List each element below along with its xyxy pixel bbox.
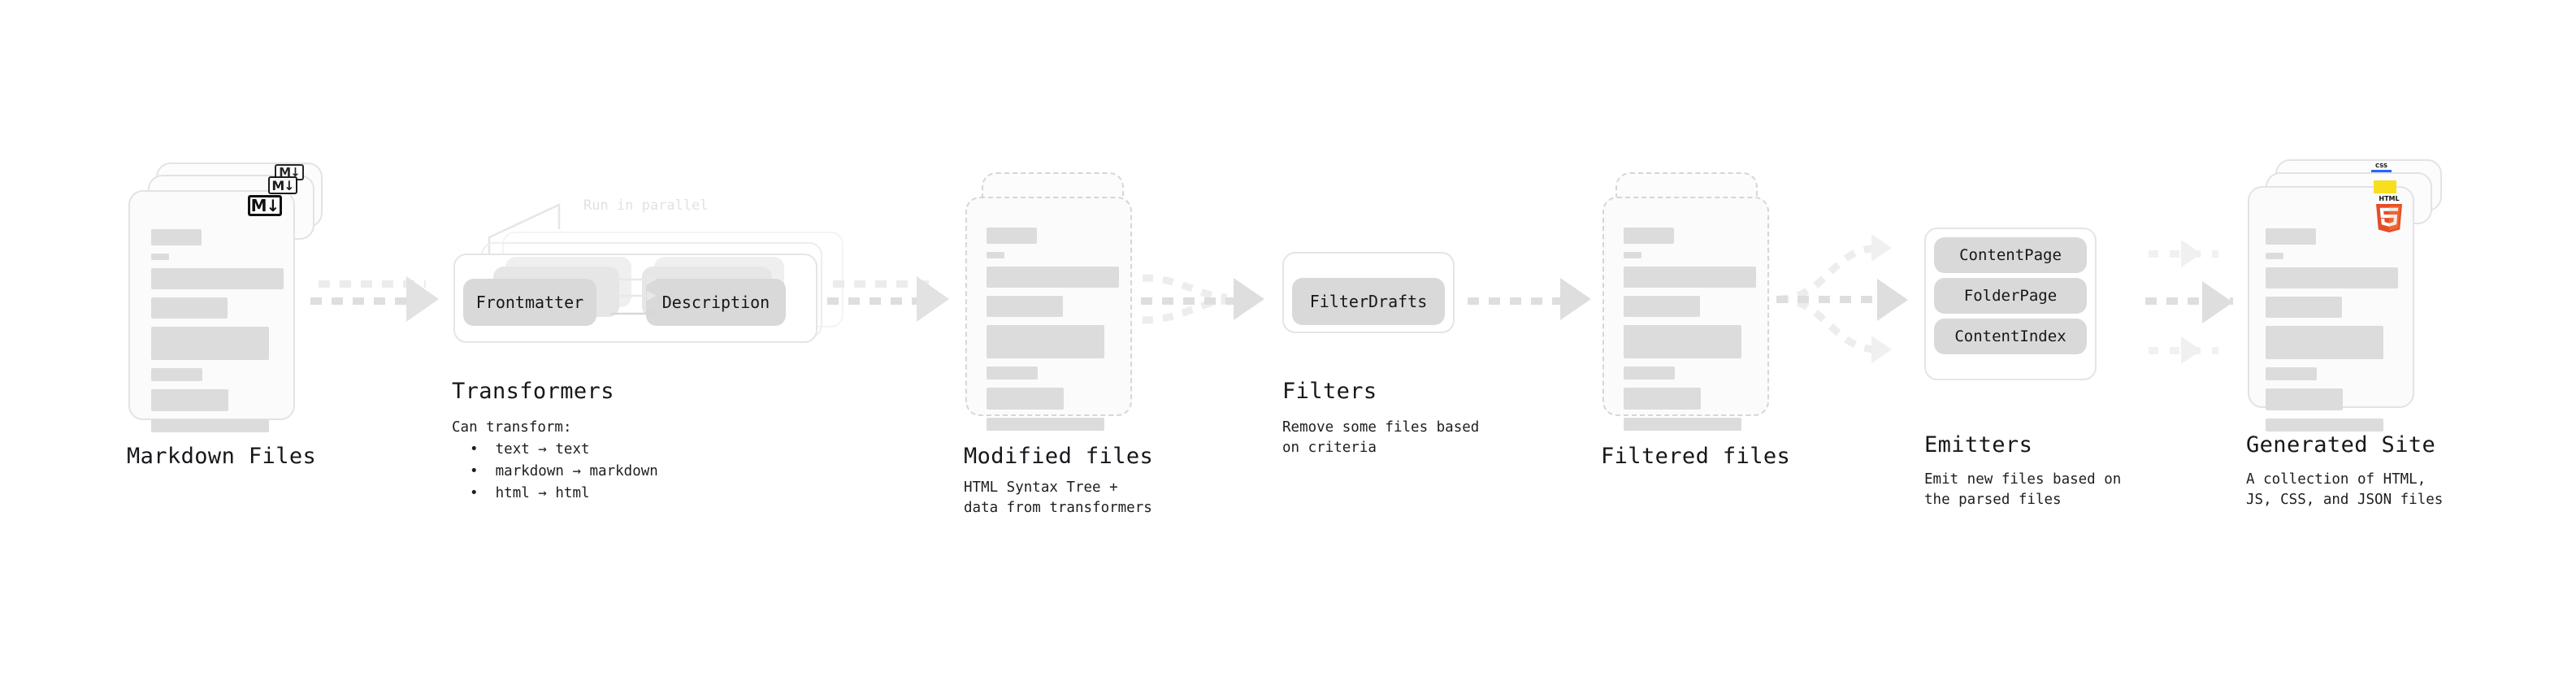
plugin-pill-frontmatter[interactable]: Frontmatter — [463, 279, 596, 326]
svg-text:HTML: HTML — [2379, 195, 2399, 202]
arrowhead-icon — [1877, 279, 1908, 321]
plugin-pill-contentindex[interactable]: ContentIndex — [1934, 319, 2087, 354]
bullet-dot-icon: • — [470, 441, 488, 458]
plugin-pill-folderpage[interactable]: FolderPage — [1934, 278, 2087, 314]
plugin-pill-frontmatter-label: Frontmatter — [475, 293, 584, 312]
run-in-parallel-label: Run in parallel — [583, 197, 709, 214]
emitters-subtitle: Emit new files based on the parsed files — [1924, 471, 2122, 508]
transformers-bullets: • text → text • markdown → markdown • ht… — [470, 439, 658, 505]
arrowhead-icon — [2202, 281, 2233, 323]
plugin-pill-contentpage[interactable]: ContentPage — [1934, 237, 2087, 273]
plugin-pill-description[interactable]: Description — [646, 279, 786, 326]
emitters-title: Emitters — [1924, 432, 2033, 458]
arrowhead-icon — [406, 276, 439, 322]
plugin-pill-description-label: Description — [661, 293, 770, 312]
generated-skeleton — [2266, 228, 2398, 440]
bullet-dot-icon: • — [470, 463, 488, 479]
transformers-title: Transformers — [452, 379, 614, 404]
modified-files-title: Modified files — [964, 444, 1154, 469]
transformers-bullet: • markdown → markdown — [470, 461, 658, 483]
bullet-text: markdown → markdown — [495, 463, 658, 479]
js-icon — [2374, 180, 2396, 193]
arrowhead-icon — [1234, 278, 1264, 320]
filtered-files-title: Filtered files — [1601, 444, 1791, 469]
filters-subtitle: Remove some files based on criteria — [1282, 419, 1480, 456]
markdown-skeleton — [151, 229, 284, 440]
arrowhead-icon — [917, 276, 949, 322]
plugin-pill-contentindex-label: ContentIndex — [1954, 327, 2066, 345]
generated-site-subtitle: A collection of HTML, JS, CSS, and JSON … — [2246, 471, 2444, 508]
transformers-bullet: • html → html — [470, 483, 658, 505]
markdown-icon: M↓ — [248, 195, 282, 216]
html5-icon: HTML — [2376, 195, 2402, 232]
bullet-text: html → html — [495, 485, 590, 501]
arrowhead-icon — [2181, 240, 2201, 267]
markdown-icon-back-1: M↓ — [268, 176, 297, 194]
filtered-sheet-front — [1602, 197, 1769, 431]
arrowhead-icon — [1871, 234, 1892, 262]
filters-title: Filters — [1282, 379, 1377, 404]
arrowhead-icon — [1871, 336, 1892, 363]
arrowhead-icon — [1560, 278, 1591, 320]
markdown-sheet-front — [128, 190, 295, 432]
generated-site-title: Generated Site — [2246, 432, 2436, 458]
merge-curve-icon — [1142, 274, 1228, 324]
modified-skeleton — [987, 228, 1119, 439]
transformers-subtitle: Can transform: — [452, 419, 572, 436]
plugin-pill-contentpage-label: ContentPage — [1959, 246, 2062, 264]
transformers-bullet: • text → text — [470, 439, 658, 461]
bullet-text: text → text — [495, 441, 590, 458]
css-icon: CSS — [2371, 163, 2392, 173]
transformer-internal-arrows-icon — [611, 275, 658, 319]
plugin-pill-folderpage-label: FolderPage — [1963, 287, 2058, 305]
modified-files-subtitle: HTML Syntax Tree + data from transformer… — [964, 479, 1152, 516]
plugin-pill-filterdrafts[interactable]: FilterDrafts — [1292, 278, 1445, 325]
bullet-dot-icon: • — [470, 485, 488, 501]
arrowhead-icon — [2181, 336, 2201, 364]
plugin-pill-filterdrafts-label: FilterDrafts — [1309, 292, 1428, 311]
filtered-skeleton — [1624, 228, 1756, 439]
modified-sheet-front — [965, 197, 1132, 431]
markdown-files-title: Markdown Files — [127, 444, 317, 469]
